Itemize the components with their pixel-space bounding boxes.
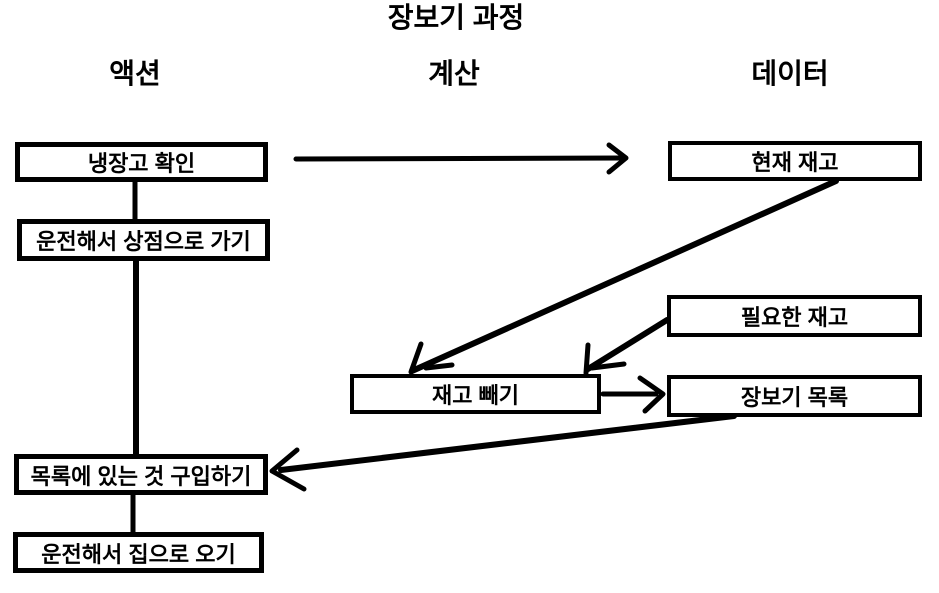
column-header-data: 데이터 (751, 58, 829, 89)
node-check-fridge: 냉장고 확인 (15, 142, 268, 182)
column-header-action: 액션 (109, 58, 161, 89)
column-header-calculation: 계산 (428, 58, 480, 89)
arrow-shopping-list-to-buy-items (269, 413, 737, 492)
diagram-title: 장보기 과정 (387, 2, 525, 33)
node-drive-to-store: 운전해서 상점으로 가기 (17, 219, 270, 261)
node-current-stock: 현재 재고 (668, 141, 922, 181)
arrow-check-fridge-to-current-stock (293, 142, 629, 175)
node-subtract-stock: 재고 빼기 (350, 374, 601, 414)
node-needed-stock: 필요한 재고 (667, 295, 922, 337)
arrow-current-stock-to-subtract-stock (408, 178, 839, 375)
arrow-needed-stock-to-subtract-stock (583, 317, 670, 376)
node-shopping-list: 장보기 목록 (667, 375, 922, 417)
node-buy-list-items: 목록에 있는 것 구입하기 (14, 454, 268, 495)
arrow-subtract-stock-to-shopping-list (600, 375, 666, 414)
node-drive-home: 운전해서 집으로 오기 (13, 532, 264, 573)
